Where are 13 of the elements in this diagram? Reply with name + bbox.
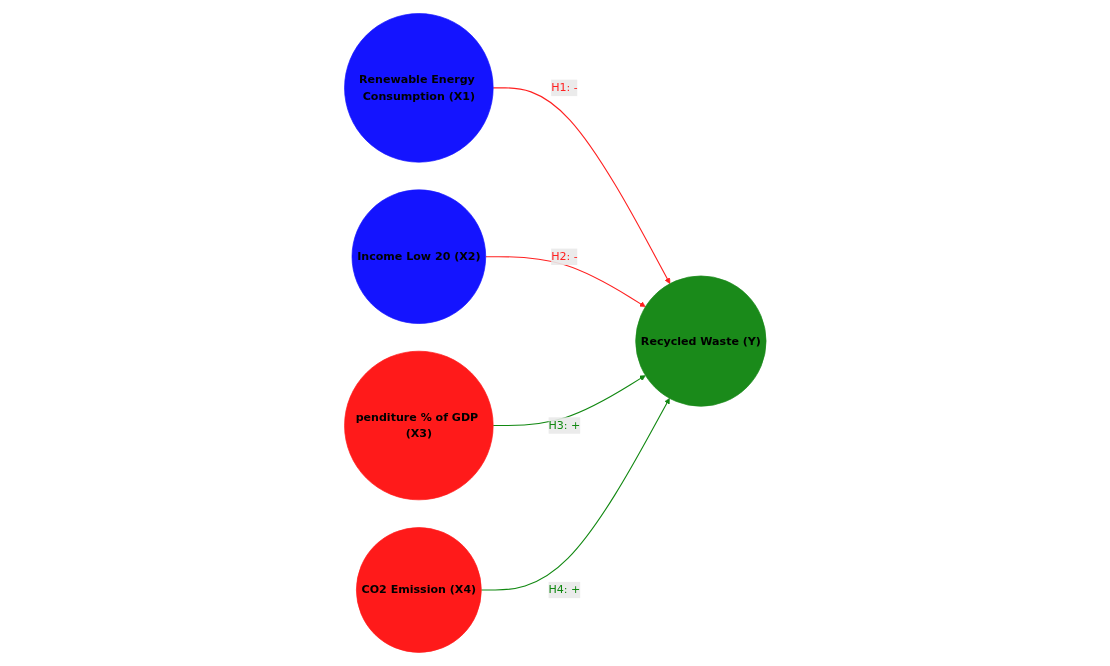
edge-label: H3: +: [548, 418, 581, 432]
edge-label: H4: +: [548, 583, 581, 597]
node-circle: Renewable Energy Consumption (X1): [343, 13, 494, 163]
node-circle: CO2 Emission (X4): [355, 527, 482, 653]
arrow: [492, 375, 646, 427]
edge-label: H2: -: [550, 249, 578, 263]
arrow: [492, 87, 670, 284]
edge-label: H1: -: [550, 80, 578, 95]
arrow: [484, 256, 646, 308]
node-circle: Recycled Waste (Y): [635, 275, 767, 407]
arrow: [480, 398, 670, 591]
node-circle: penditure % of GDP (X3): [343, 350, 494, 501]
node-circle: Income Low 20 (X2): [351, 189, 486, 324]
